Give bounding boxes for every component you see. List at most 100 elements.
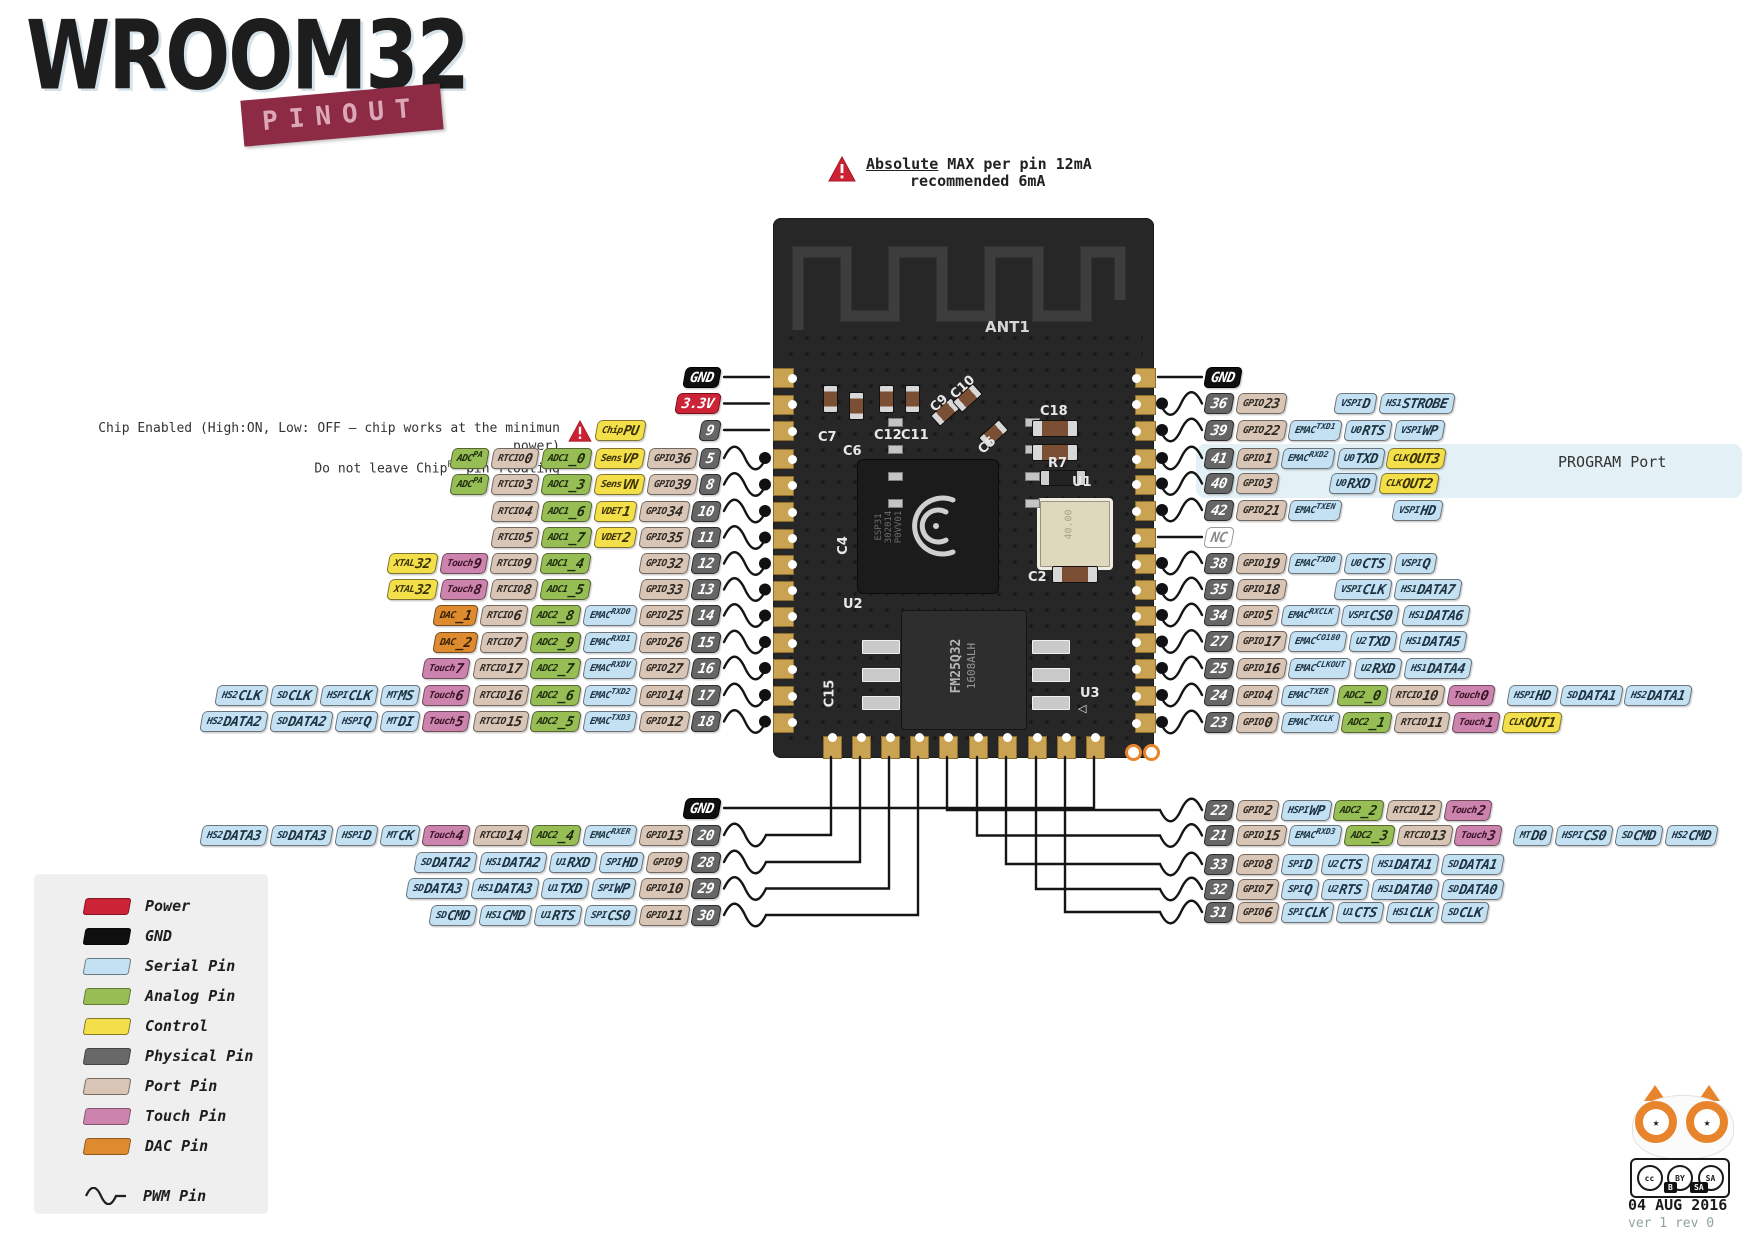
pad-notch <box>788 664 797 674</box>
module-pad <box>773 712 797 733</box>
pin-row: GND <box>0 365 722 389</box>
flash-pin <box>888 418 903 427</box>
pin-number: 29 <box>690 878 722 899</box>
label-spacer <box>1504 835 1512 836</box>
pad-notch <box>1002 733 1012 742</box>
pin-number: 10 <box>690 500 722 522</box>
pin-badge: GND <box>682 366 722 388</box>
pin-number: 14 <box>690 605 722 626</box>
pin-number: 8 <box>698 474 722 495</box>
pad-notch <box>914 733 924 742</box>
mascot-logo: ★ ★ <box>1626 1083 1738 1161</box>
pad-notch <box>788 638 797 648</box>
pin-badge: GND <box>1203 366 1243 388</box>
module-pad <box>1132 449 1156 469</box>
label-spacer <box>1280 483 1328 484</box>
legend-label: Control <box>145 1017 209 1035</box>
ref-label-c18: C18 <box>1040 404 1068 419</box>
flash-pin <box>1025 472 1040 481</box>
pin-badge: NC <box>1203 526 1235 548</box>
component-bar <box>1032 640 1070 654</box>
legend-label: Physical Pin <box>145 1047 254 1065</box>
pin-number: 34 <box>1203 604 1235 626</box>
pin-label: ADC2_4 <box>529 824 582 846</box>
label-spacer <box>592 563 638 564</box>
module-pad <box>773 554 797 575</box>
legend-item-analog: Analog Pin <box>82 986 235 1006</box>
pad-notch <box>1132 373 1141 383</box>
module-pad <box>773 394 797 415</box>
pin-label: ADC2_7 <box>529 657 582 679</box>
pad-notch <box>1132 585 1141 595</box>
pad-notch <box>827 733 837 742</box>
pin-label: ADC1_7 <box>540 527 593 548</box>
pin-number: 15 <box>690 631 722 653</box>
pin-number: 30 <box>690 904 722 926</box>
module-pad <box>773 633 797 653</box>
module-pad <box>773 686 797 706</box>
module-pad <box>910 733 929 759</box>
module-pad <box>1132 580 1156 600</box>
legend-label: Power <box>145 897 191 915</box>
pin-label: ADC1_6 <box>540 500 593 522</box>
module-pad <box>852 733 871 759</box>
component-bar <box>862 668 900 682</box>
module-pad <box>823 733 842 759</box>
cc-tag-sa: SA <box>1690 1182 1708 1193</box>
module-pad <box>1132 368 1156 388</box>
pin-number: 11 <box>690 527 722 548</box>
pad-notch <box>788 454 797 464</box>
module-pad <box>1132 501 1156 521</box>
pin-number: 32 <box>1203 878 1235 900</box>
module-pad <box>1132 632 1156 653</box>
module-pad <box>1132 659 1156 679</box>
component-res <box>1040 470 1086 486</box>
u3-triangle: ◁ <box>1078 702 1087 715</box>
pad-notch <box>1032 733 1042 742</box>
ref-label-c12: C12 <box>874 428 902 443</box>
module-pad <box>969 733 988 759</box>
